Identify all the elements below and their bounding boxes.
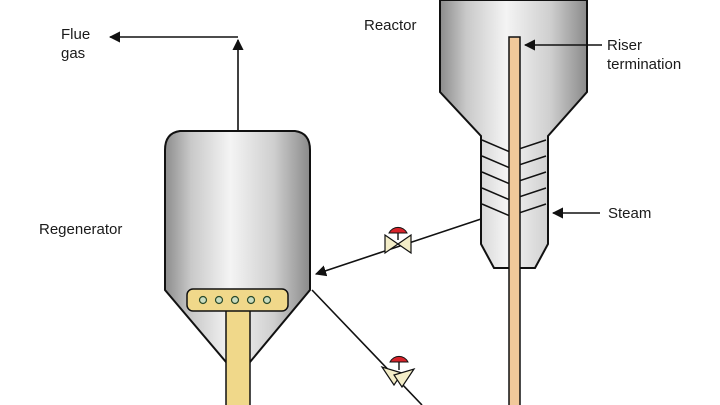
regenerator-vessel — [164, 130, 311, 405]
steam-label: Steam — [608, 205, 652, 222]
regenerator-label: Regenerator — [39, 221, 123, 238]
spent-catalyst-valve — [384, 226, 412, 255]
reactor-label: Reactor — [364, 17, 417, 34]
regenerator-standpipe — [225, 307, 251, 405]
flue-gas-line — [108, 31, 244, 132]
riser-pipe — [508, 36, 521, 405]
regenerated-catalyst-line — [311, 289, 423, 405]
flue-gas-label-line1: Flue — [61, 26, 91, 43]
riser-termination-label-line1: Riser — [607, 37, 643, 54]
regenerated-catalyst-valve — [380, 355, 416, 389]
riser-termination-label-line2: termination — [607, 56, 682, 73]
distributor-nozzles — [198, 295, 272, 305]
spent-catalyst-line — [314, 218, 482, 277]
flue-gas-label-line2: gas — [61, 45, 86, 62]
